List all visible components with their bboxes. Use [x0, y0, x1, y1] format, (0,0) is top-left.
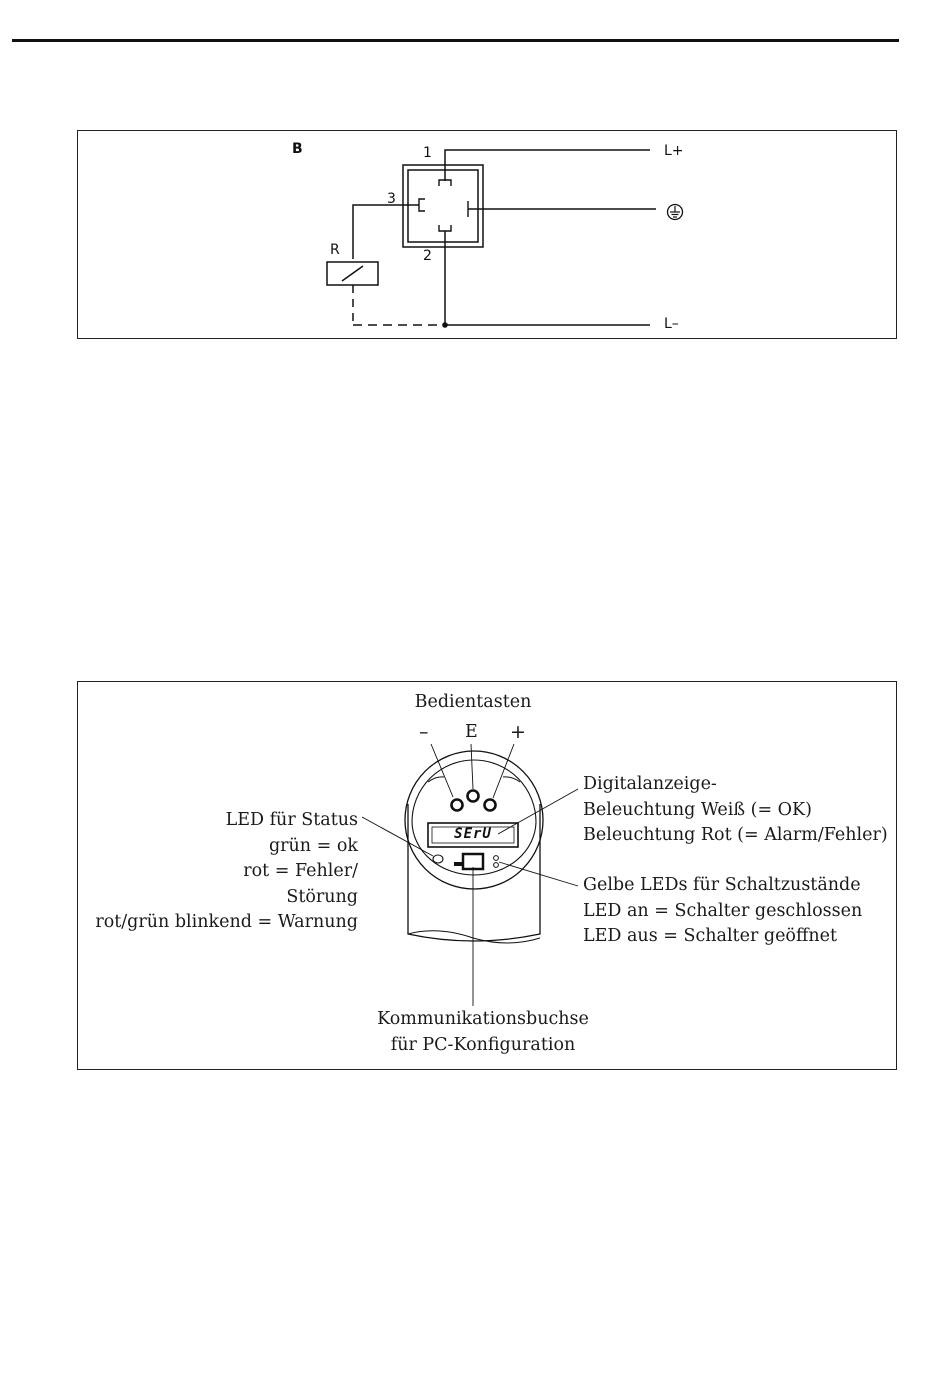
- status-led-line-5: rot/grün blinkend = Warnung: [95, 912, 358, 932]
- pin-2-contact: [438, 225, 452, 232]
- pin-3-contact: [418, 198, 425, 212]
- display-backlight-line-2: Beleuchtung Weiß (= OK): [583, 799, 812, 820]
- comm-socket-line-2: für PC-Konfiguration: [390, 1034, 576, 1055]
- wire-pin-3: [352, 204, 419, 259]
- terminal-l-plus: L+: [664, 143, 684, 159]
- status-led: [432, 854, 444, 864]
- switch-leds-line-1: Gelbe LEDs für Schaltzustände: [583, 875, 861, 895]
- leader-plus: [492, 743, 515, 799]
- figure-letter: B: [292, 141, 303, 157]
- status-led-line-1: LED für Status: [225, 810, 358, 830]
- connector-housing-inner: [407, 169, 479, 243]
- wiring-diagram: [326, 149, 684, 328]
- display-backlight-line-3: Beleuchtung Rot (= Alarm/Fehler): [583, 825, 888, 845]
- plus-button-label: +: [510, 721, 526, 743]
- switch-led-1: [493, 855, 499, 861]
- switch-led-2: [493, 862, 499, 868]
- status-led-annotation: LED für Status grün = ok rot = Fehler/ S…: [78, 808, 358, 936]
- device-head-outer: [404, 750, 544, 890]
- pin-1-label: 1: [423, 145, 432, 161]
- relay-label: R: [330, 242, 340, 258]
- leader-e: [470, 743, 474, 790]
- device-illustration: [361, 743, 579, 1006]
- buttons-title: Bedientasten: [414, 692, 532, 712]
- switch-leds-line-3: LED aus = Schalter geöffnet: [583, 926, 838, 946]
- relay-coil-slash: [341, 265, 364, 282]
- leader-minus: [430, 743, 454, 798]
- protective-earth-icon: [666, 203, 684, 221]
- digital-display: [427, 822, 519, 848]
- comm-socket-line-1: Kommunikationsbuchse: [377, 1009, 589, 1029]
- status-led-line-3: rot = Fehler/: [243, 861, 358, 881]
- switch-leds-line-2: LED an = Schalter geschlossen: [583, 900, 863, 921]
- status-led-line-2: grün = ok: [268, 835, 358, 856]
- display-backlight-line-1: Digitalanzeige-: [583, 774, 717, 794]
- leader-status-led: [361, 816, 434, 857]
- switch-leds-annotation: Gelbe LEDs für Schaltzustände LED an = S…: [583, 873, 862, 950]
- minus-button[interactable]: [450, 798, 464, 812]
- digital-display-window: [431, 826, 515, 844]
- leader-display: [497, 788, 579, 835]
- minus-button-label: –: [419, 721, 429, 743]
- e-button[interactable]: [466, 789, 480, 803]
- status-led-line-4: Störung: [286, 886, 358, 907]
- plus-button[interactable]: [483, 798, 497, 812]
- device-housing: [407, 804, 541, 942]
- display-backlight-annotation: Digitalanzeige- Beleuchtung Weiß (= OK) …: [583, 772, 888, 849]
- device-head-shading: [427, 776, 521, 783]
- device-head-face: [411, 759, 537, 876]
- e-button-label: E: [465, 722, 478, 742]
- leader-switch-leds: [498, 861, 579, 887]
- display-readout: SErU: [454, 826, 492, 842]
- page-top-rule: [12, 39, 899, 42]
- pin-3-label: 3: [387, 191, 396, 207]
- wiring-diagram-panel: B 1 2 3 R L+ L–: [77, 130, 897, 339]
- connector-housing-outer: [402, 164, 484, 248]
- wire-l-plus: [444, 149, 650, 181]
- communication-socket[interactable]: [461, 852, 485, 871]
- terminal-l-minus: L–: [664, 316, 679, 332]
- comm-socket-annotation: Kommunikationsbuchse für PC-Konfiguratio…: [333, 1007, 633, 1058]
- pin-2-label: 2: [423, 248, 432, 264]
- communication-socket-plug: [454, 862, 464, 866]
- device-display-panel: SErU Bedientasten – E + LED für Status g…: [77, 681, 897, 1070]
